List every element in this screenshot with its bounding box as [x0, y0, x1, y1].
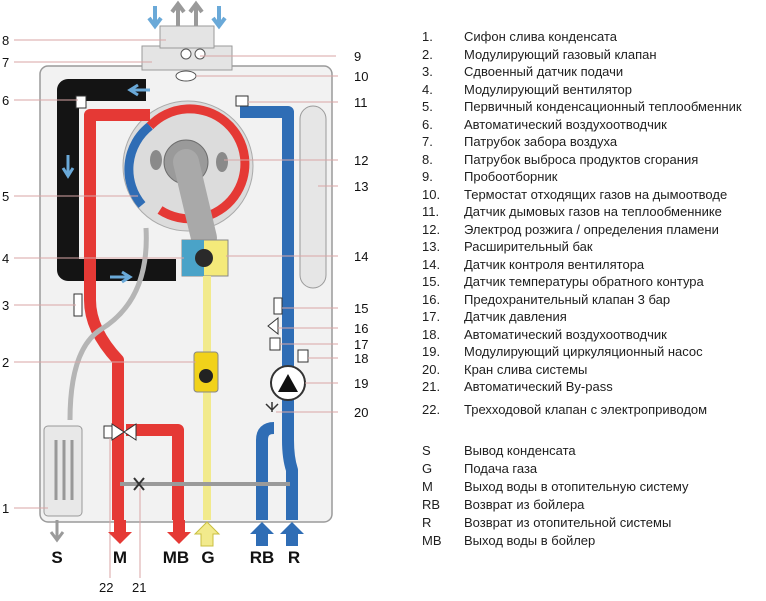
air-flow-arrow-top: [127, 83, 150, 97]
boiler-return-pipe: [256, 422, 275, 520]
flue-sensor-11: [235, 95, 249, 107]
port-arrow-s: [49, 520, 65, 543]
sampling-point: [180, 48, 192, 60]
return-pipe: [264, 106, 298, 520]
callout-left: 1: [2, 501, 9, 516]
air-vent-6: [75, 95, 87, 109]
callout-right: 20: [354, 405, 368, 420]
port-label-g: G: [201, 548, 214, 567]
port-arrow-m: [108, 520, 132, 544]
port-arrow-g: [193, 521, 221, 547]
pressure-sensor-17: [269, 337, 281, 351]
air-vent-18: [297, 349, 309, 363]
flow-pipe: [84, 109, 124, 520]
callout-bottom: 22: [99, 580, 113, 595]
air-intake-arrow-right: [211, 6, 227, 30]
callout-right: 19: [354, 376, 368, 391]
callout-right: 10: [354, 69, 368, 84]
gas-valve-coil: [199, 369, 213, 383]
port-label-m: M: [113, 548, 127, 567]
port-arrow-r: [280, 522, 304, 546]
callout-left: 8: [2, 33, 9, 48]
callout-left: 5: [2, 189, 9, 204]
flue-exhaust-arrow-2: [188, 0, 204, 26]
boiler-flow-pipe: [126, 424, 184, 520]
callout-left: 7: [2, 55, 9, 70]
port-label-s: S: [51, 548, 62, 567]
callout-right: 13: [354, 179, 368, 194]
callout-left: 4: [2, 251, 9, 266]
port-arrow-mb: [167, 520, 191, 544]
flue-connector-top: [159, 25, 215, 49]
callout-right: 16: [354, 321, 368, 336]
safety-valve-16: [267, 316, 279, 336]
callout-right: 12: [354, 153, 368, 168]
leader-lines: [14, 39, 338, 578]
port-label-mb: MB: [163, 548, 189, 567]
callout-right: 9: [354, 49, 361, 64]
callout-right: 17: [354, 337, 368, 352]
fan-spiral: [195, 249, 213, 267]
callout-bottom: 21: [132, 580, 146, 595]
flue-sensor-10: [175, 70, 197, 82]
port-label-r: R: [288, 548, 300, 567]
three-way-valve: [111, 423, 137, 441]
callout-left: 3: [2, 298, 9, 313]
fan-duct: [173, 149, 217, 251]
callout-right: 15: [354, 301, 368, 316]
flue-thermostat: [194, 48, 206, 60]
expansion-tank: [299, 105, 327, 289]
condensate-pipe: [67, 227, 149, 421]
flame-electrode: [150, 150, 162, 170]
callout-right: 11: [354, 95, 368, 110]
air-flow-arrow-left: [61, 155, 75, 179]
callout-left: 6: [2, 93, 9, 108]
siphon-coil: [54, 440, 74, 500]
callout-right: 14: [354, 249, 368, 264]
air-duct: [57, 79, 176, 281]
ignition-electrode: [216, 152, 228, 172]
pump-arrow: [278, 374, 298, 392]
air-intake-arrow-left: [147, 6, 163, 30]
modulating-fan-housing: [182, 240, 204, 276]
flue-exhaust-arrow-1: [170, 0, 186, 26]
return-sensor-15: [273, 297, 283, 315]
air-flow-arrow-bottom: [110, 270, 133, 284]
port-label-rb: RB: [250, 548, 275, 567]
drain-tap-20: [265, 402, 279, 412]
callout-left: 2: [2, 355, 9, 370]
callout-right: 18: [354, 351, 368, 366]
port-arrow-rb: [250, 522, 274, 546]
bypass-valve: [133, 477, 145, 491]
